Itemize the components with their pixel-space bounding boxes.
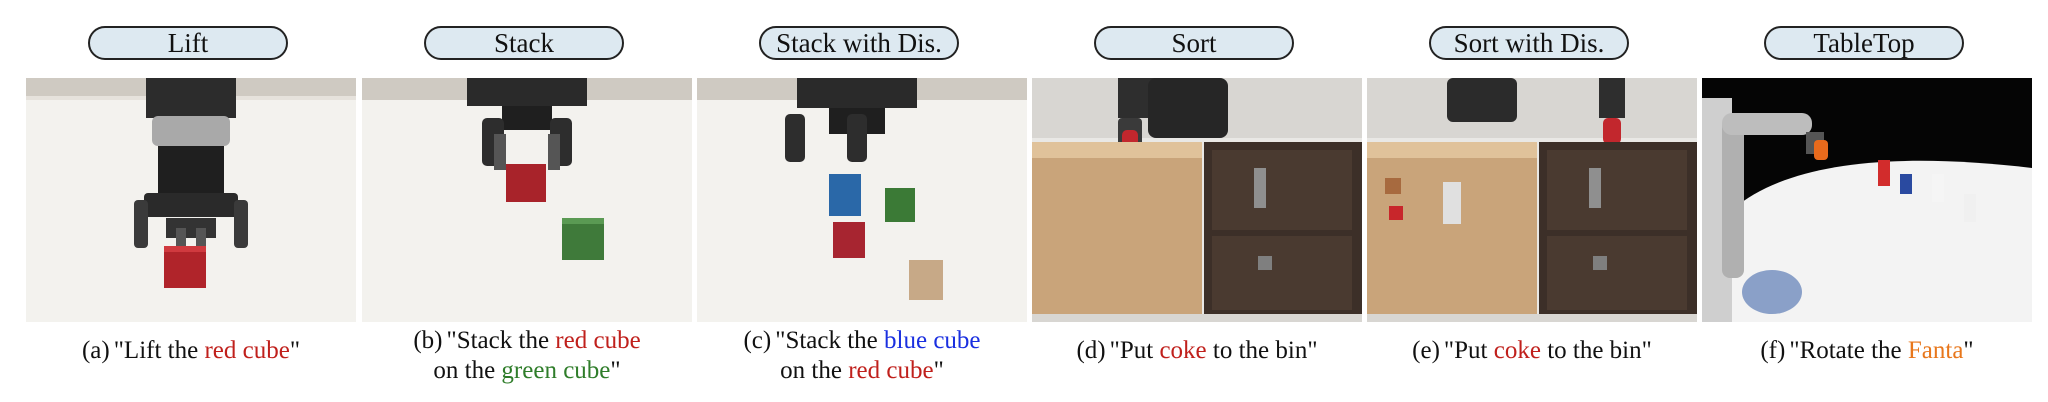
- panel-caption: (a)"Lift the red cube": [81, 337, 301, 364]
- panel-title: TableTop: [1764, 26, 1964, 60]
- scene-image: [697, 78, 1027, 322]
- scene-image: [362, 78, 692, 322]
- panel-sort-with-dis: Sort with Dis. (e)"Put coke to the bin": [1367, 0, 1697, 402]
- panel-stack: Stack (b)"Stack the red cube on the gree…: [362, 0, 692, 402]
- panel-caption: (e)"Put coke to the bin": [1412, 337, 1652, 364]
- panel-title: Stack: [424, 26, 624, 60]
- panel-caption: (d)"Put coke to the bin": [1076, 337, 1318, 364]
- panel-lift: Lift (a)"Lift the red cube": [26, 0, 356, 402]
- panel-tabletop: TableTop (f)"Rotate the Fanta": [1702, 0, 2032, 402]
- panel-stack-with-dis: Stack with Dis. (c)"Stack the blue cube …: [697, 0, 1027, 402]
- panel-caption: (f)"Rotate the Fanta": [1760, 337, 1974, 364]
- panel-sort: Sort (d)"Put coke to the bin": [1032, 0, 1362, 402]
- panel-title: Sort: [1094, 26, 1294, 60]
- scene-image: [1032, 78, 1362, 322]
- scene-image: [1367, 78, 1697, 322]
- panel-title: Lift: [88, 26, 288, 60]
- scene-image: [1702, 78, 2032, 322]
- panel-caption: (b)"Stack the red cube on the green cube…: [413, 327, 641, 384]
- panel-title: Stack with Dis.: [759, 26, 959, 60]
- scene-image: [26, 78, 356, 322]
- panel-caption: (c)"Stack the blue cube on the red cube": [743, 327, 981, 384]
- panel-title: Sort with Dis.: [1429, 26, 1629, 60]
